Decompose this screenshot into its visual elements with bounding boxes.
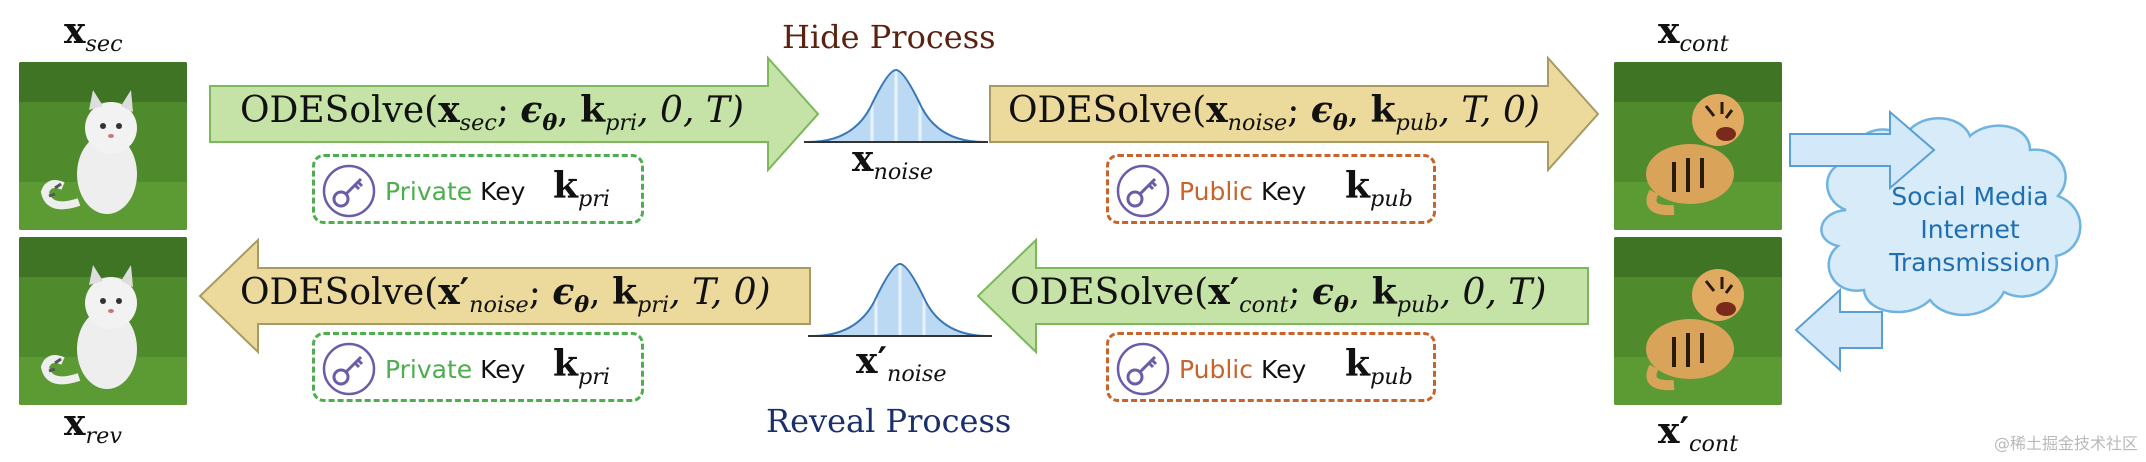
public-key-type: Public xyxy=(1179,355,1253,384)
key-icon xyxy=(322,342,376,396)
key-word: Key xyxy=(480,177,526,206)
k-pri-symbol: kpri xyxy=(553,165,611,212)
noise-distribution-top xyxy=(804,68,988,143)
cat-image-secret xyxy=(19,62,187,230)
arrow-hide-public xyxy=(989,55,1600,173)
cloud-line-1: Social Media xyxy=(1891,182,2049,211)
label-x-noise-prime: x′noise xyxy=(856,340,947,387)
key-word: Key xyxy=(1260,355,1307,384)
watermark: @稀土掘金技术社区 xyxy=(1993,434,2138,453)
arrow-reveal-public xyxy=(976,237,1589,355)
arrow-reveal-private xyxy=(198,237,811,355)
label-x-noise: xnoise xyxy=(852,138,934,185)
label-x-sec: xsec xyxy=(64,10,123,57)
label-x-cont: xcont xyxy=(1658,10,1729,57)
key-word: Key xyxy=(1260,177,1307,206)
public-key-type: Public xyxy=(1179,177,1253,206)
private-key-type: Private xyxy=(385,177,473,206)
key-icon xyxy=(1116,342,1170,396)
k-pub-symbol: kpub xyxy=(1345,165,1413,212)
private-key-type: Private xyxy=(385,355,473,384)
private-key-box-hide: Private Key kpri xyxy=(312,154,644,224)
public-key-box-reveal: Public Key kpub xyxy=(1106,332,1436,402)
formula-reveal-private: ODESolve(x′noise; ϵθ, kpri, T, 0) xyxy=(240,271,771,319)
arrow-from-cloud xyxy=(1794,287,1883,373)
tiger-image-container-received xyxy=(1614,237,1782,405)
cat-image-revealed xyxy=(19,237,187,405)
label-x-cont-prime: x′cont xyxy=(1658,410,1739,457)
label-x-rev: xrev xyxy=(64,402,122,449)
cloud-label: Social Media Internet Transmission xyxy=(1820,180,2120,279)
reveal-process-title: Reveal Process xyxy=(766,402,1012,440)
cloud-line-3: Transmission xyxy=(1889,248,2051,277)
public-key-box-hide: Public Key kpub xyxy=(1106,154,1436,224)
k-pub-symbol: kpub xyxy=(1345,343,1413,390)
cloud-line-2: Internet xyxy=(1920,215,2020,244)
key-icon xyxy=(322,164,376,218)
formula-reveal-public: ODESolve(x′cont; ϵθ, kpub, 0, T) xyxy=(1010,271,1547,319)
tiger-image-container xyxy=(1614,62,1782,230)
arrow-hide-private xyxy=(209,55,820,173)
noise-distribution-bottom xyxy=(808,262,992,337)
key-word: Key xyxy=(480,355,526,384)
key-icon xyxy=(1116,164,1170,218)
formula-hide-private: ODESolve(xsec; ϵθ, kpri, 0, T) xyxy=(240,89,744,137)
formula-hide-public: ODESolve(xnoise; ϵθ, kpub, T, 0) xyxy=(1008,89,1540,137)
private-key-box-reveal: Private Key kpri xyxy=(312,332,644,402)
hide-process-title: Hide Process xyxy=(782,18,996,56)
k-pri-symbol: kpri xyxy=(553,343,611,390)
arrow-to-cloud xyxy=(1789,109,1936,191)
